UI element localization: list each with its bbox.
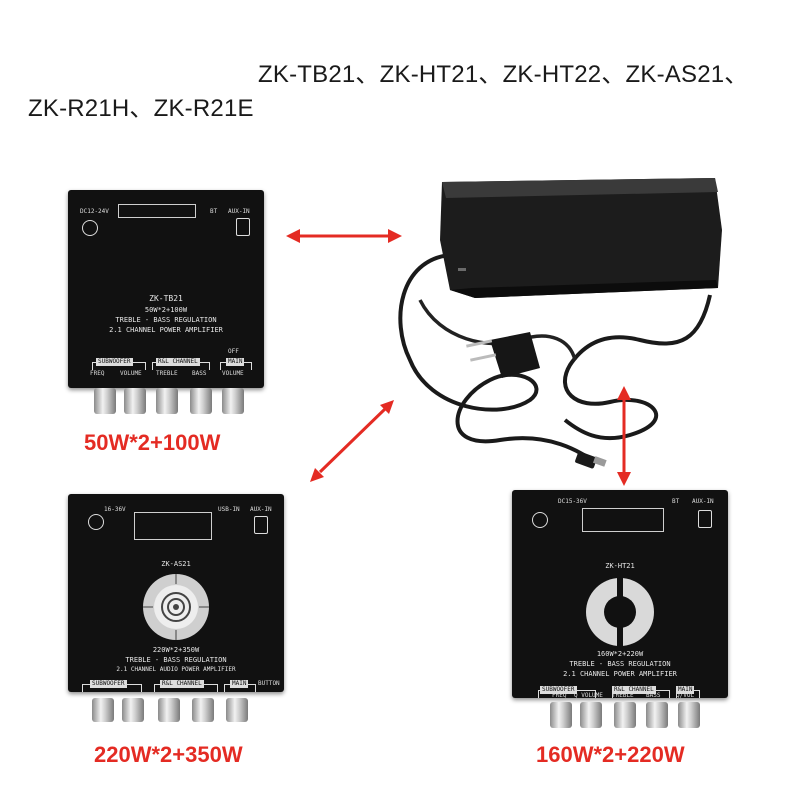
knob-label-sub-volume: VOLUME	[120, 370, 142, 377]
knob-label-treble: TREBLE	[156, 370, 178, 377]
amplifier-line: 2.1 CHANNEL POWER AMPLIFIER	[563, 670, 677, 678]
main-group-title: MAIN	[226, 358, 245, 366]
knob-main-volume[interactable]	[678, 702, 700, 728]
heatsink-fan	[143, 574, 209, 640]
knob-bass[interactable]	[190, 388, 212, 414]
dc-input-label: 16-36V	[104, 506, 126, 513]
power-spec: 50W*2+100W	[144, 306, 188, 314]
regulation-line: TREBLE - BASS REGULATION	[115, 316, 217, 324]
aux-in-label: AUX-IN	[250, 506, 272, 513]
arrow-adapter-to-tb21	[286, 229, 402, 243]
dc-input-icon	[532, 512, 548, 528]
compatible-models-line-2: ZK-R21H、ZK-R21E	[28, 95, 254, 122]
knob-bass[interactable]	[192, 698, 214, 722]
terminal-block	[134, 512, 212, 540]
knob-treble[interactable]	[156, 388, 178, 414]
dc-input-icon	[88, 514, 104, 530]
model-name: ZK-HT21	[605, 562, 635, 570]
off-label: OFF	[228, 348, 239, 355]
power-spec: 160W*2+220W	[596, 650, 644, 658]
knob-bass[interactable]	[646, 702, 668, 728]
aux-in-label: AUX-IN	[228, 208, 250, 215]
knob-main-volume[interactable]	[222, 388, 244, 414]
dc-barrel-connector	[575, 451, 607, 469]
knob-label-main-volume: VOLUME	[222, 370, 244, 377]
power-label-tb21: 50W*2+100W	[84, 430, 221, 455]
subwoofer-group-title: SUBWOOFER	[96, 358, 133, 366]
knob-label-main-volume: Q/VOL	[676, 692, 695, 699]
knob-label-freq: FREQ	[90, 370, 105, 377]
dc-input-label: DC12-24V	[80, 208, 109, 215]
model-name: ZK-AS21	[161, 560, 191, 568]
dc-input-icon	[82, 220, 98, 236]
power-label-as21: 220W*2+350W	[94, 742, 243, 767]
knob-freq[interactable]	[550, 702, 572, 728]
main-group-title: MAIN	[230, 680, 249, 688]
knob-freq[interactable]	[94, 388, 116, 414]
subwoofer-group-title: SUBWOOFER	[90, 680, 127, 688]
bt-label: BT	[210, 208, 218, 215]
knob-sub-volume[interactable]	[122, 698, 144, 722]
heatsink-ring	[586, 578, 654, 646]
knob-label-bass: BASS	[646, 692, 661, 699]
terminal-block	[582, 508, 664, 532]
dc-input-label: DC15-36V	[558, 498, 587, 505]
knob-treble[interactable]	[158, 698, 180, 722]
knob-label-treble: TREBLE	[612, 692, 634, 699]
bt-label: BT	[672, 498, 680, 505]
knob-label-sub-volume: Q VOLUME	[574, 692, 603, 699]
usb-in-label: USB-IN	[218, 506, 240, 513]
model-name: ZK-TB21	[149, 294, 183, 303]
board-zk-tb21: DC12-24V BT AUX-IN ZK-TB21 50W*2+100W TR…	[68, 190, 264, 414]
knob-sub-volume[interactable]	[580, 702, 602, 728]
power-adapter-image	[398, 178, 722, 469]
aux-jack-icon	[236, 218, 250, 236]
aux-jack-icon	[698, 510, 712, 528]
amplifier-line: 2.1 CHANNEL POWER AMPLIFIER	[109, 326, 223, 334]
arrow-adapter-to-ht21	[617, 386, 631, 486]
board-zk-as21: 16-36V USB-IN AUX-IN ZK-AS21 220W*2+350W…	[68, 494, 284, 722]
knob-main-volume[interactable]	[226, 698, 248, 722]
power-spec: 220W*2+350W	[152, 646, 200, 654]
main-group-title: MAIN	[676, 686, 695, 694]
board-zk-ht21: DC15-36V BT AUX-IN ZK-HT21 160W*2+220W T…	[512, 490, 728, 699]
knob-freq[interactable]	[92, 698, 114, 722]
power-label-ht21: 160W*2+220W	[536, 742, 685, 767]
knob-label-bass: BASS	[192, 370, 207, 377]
regulation-line: TREBLE - BASS REGULATION	[569, 660, 671, 668]
compatible-models-line-1: ZK-TB21、ZK-HT21、ZK-HT22、ZK-AS21、	[258, 61, 749, 88]
adapter-body	[440, 178, 722, 298]
ac-plug	[466, 332, 540, 378]
aux-in-label: AUX-IN	[692, 498, 714, 505]
knob-treble[interactable]	[614, 702, 636, 728]
rl-channel-group-title: R&L CHANNEL	[160, 680, 204, 688]
arrow-adapter-to-as21	[310, 400, 394, 482]
knob-sub-volume[interactable]	[124, 388, 146, 414]
rl-channel-group-title: R&L CHANNEL	[156, 358, 200, 366]
regulation-line: TREBLE - BASS REGULATION	[125, 656, 227, 664]
rl-channel-group-title: R&L CHANNEL	[612, 686, 656, 694]
aux-jack-icon	[254, 516, 268, 534]
knob-label-freq: FREQ	[552, 692, 567, 699]
subwoofer-group-title: SUBWOOFER	[540, 686, 577, 694]
amplifier-line: 2.1 CHANNEL AUDIO POWER AMPLIFIER	[116, 666, 236, 673]
button-label: BUTTON	[258, 680, 280, 687]
terminal-block	[118, 204, 196, 218]
